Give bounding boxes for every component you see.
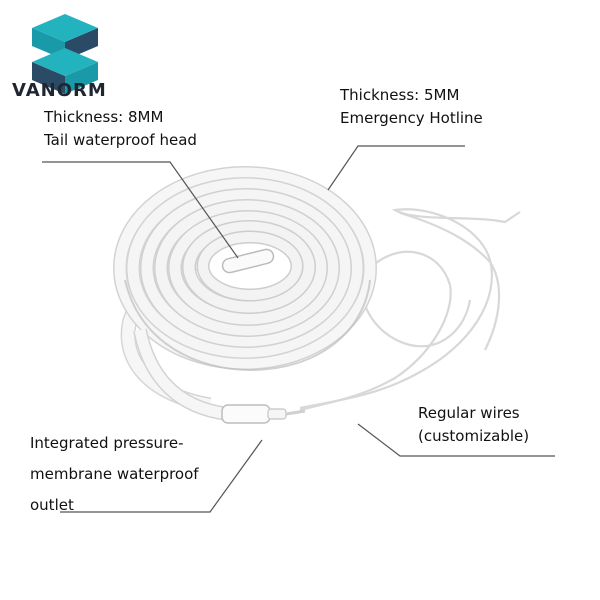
callout-outlet-line3: outlet: [30, 496, 74, 514]
tail-waterproof-head: [221, 248, 275, 274]
leader-line-hotline: [327, 145, 465, 191]
callout-hotline-line1: Thickness: 5MM: [340, 86, 460, 104]
callout-outlet-line2: membrane waterproof: [30, 465, 199, 483]
waterproof-outlet: [221, 404, 306, 424]
leader-lines: [42, 145, 555, 513]
leader-line-tail-head: [42, 161, 239, 259]
callout-wires: Regular wires (customizable): [418, 402, 529, 448]
callout-wires-line2: (customizable): [418, 427, 530, 445]
brand-name: VANORM: [12, 80, 107, 101]
callout-outlet: Integrated pressure- membrane waterproof…: [30, 428, 199, 521]
callout-tail-head-line2: Tail waterproof head: [44, 131, 197, 149]
leader-line-wires: [357, 423, 555, 457]
callout-tail-head: Thickness: 8MM Tail waterproof head: [44, 106, 197, 152]
callout-hotline: Thickness: 5MM Emergency Hotline: [340, 84, 483, 130]
callout-hotline-line2: Emergency Hotline: [340, 109, 483, 127]
cable-coil: [113, 166, 377, 372]
leader-line-outlet: [60, 439, 263, 513]
callout-tail-head-line1: Thickness: 8MM: [44, 108, 164, 126]
vanorm-logo-icon: [32, 14, 98, 94]
thin-wires: [299, 208, 521, 412]
callout-wires-line1: Regular wires: [418, 404, 520, 422]
callout-outlet-line1: Integrated pressure-: [30, 434, 184, 452]
